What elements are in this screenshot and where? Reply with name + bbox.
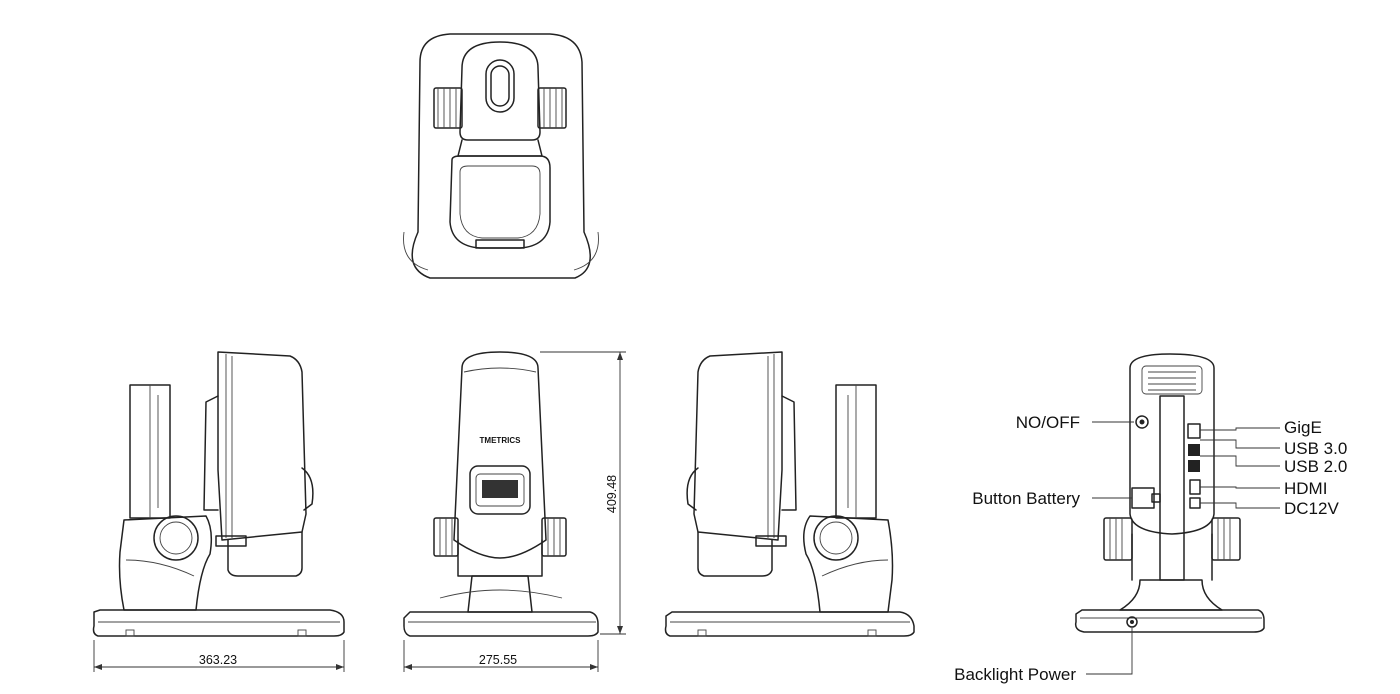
- callout-hdmi-label: HDMI: [1284, 479, 1327, 498]
- right-side-view: [664, 351, 915, 637]
- dimension-height: 409.48: [540, 351, 626, 635]
- dimension-height-label: 409.48: [605, 475, 619, 513]
- callout-usb2-label: USB 2.0: [1284, 457, 1347, 476]
- callout-gige: GigE: [1200, 418, 1322, 437]
- callout-usb3-label: USB 3.0: [1284, 439, 1347, 458]
- dimension-depth: 363.23: [93, 640, 345, 672]
- dimension-depth-label: 363.23: [199, 653, 237, 667]
- dimension-width: 275.55: [403, 640, 599, 672]
- callout-hdmi: HDMI: [1200, 479, 1327, 498]
- callout-gige-label: GigE: [1284, 418, 1322, 437]
- callout-power-switch-label: NO/OFF: [1016, 413, 1080, 432]
- front-view: TMETRICS: [403, 351, 599, 637]
- callout-dc12v: DC12V: [1200, 499, 1339, 518]
- top-view: [403, 33, 599, 279]
- rear-view: [1074, 353, 1265, 633]
- callout-button-battery-label: Button Battery: [972, 489, 1080, 508]
- callout-button-battery: Button Battery: [972, 489, 1132, 508]
- callout-usb3: USB 3.0: [1200, 439, 1347, 458]
- callout-backlight-power: Backlight Power: [954, 628, 1133, 684]
- callout-backlight-power-label: Backlight Power: [954, 665, 1076, 684]
- callout-usb2: USB 2.0: [1200, 455, 1347, 476]
- callout-dc12v-label: DC12V: [1284, 499, 1339, 518]
- brand-label: TMETRICS: [480, 436, 522, 445]
- callout-power-switch: NO/OFF: [1016, 413, 1134, 432]
- dimension-width-label: 275.55: [479, 653, 517, 667]
- left-side-view: [92, 351, 345, 637]
